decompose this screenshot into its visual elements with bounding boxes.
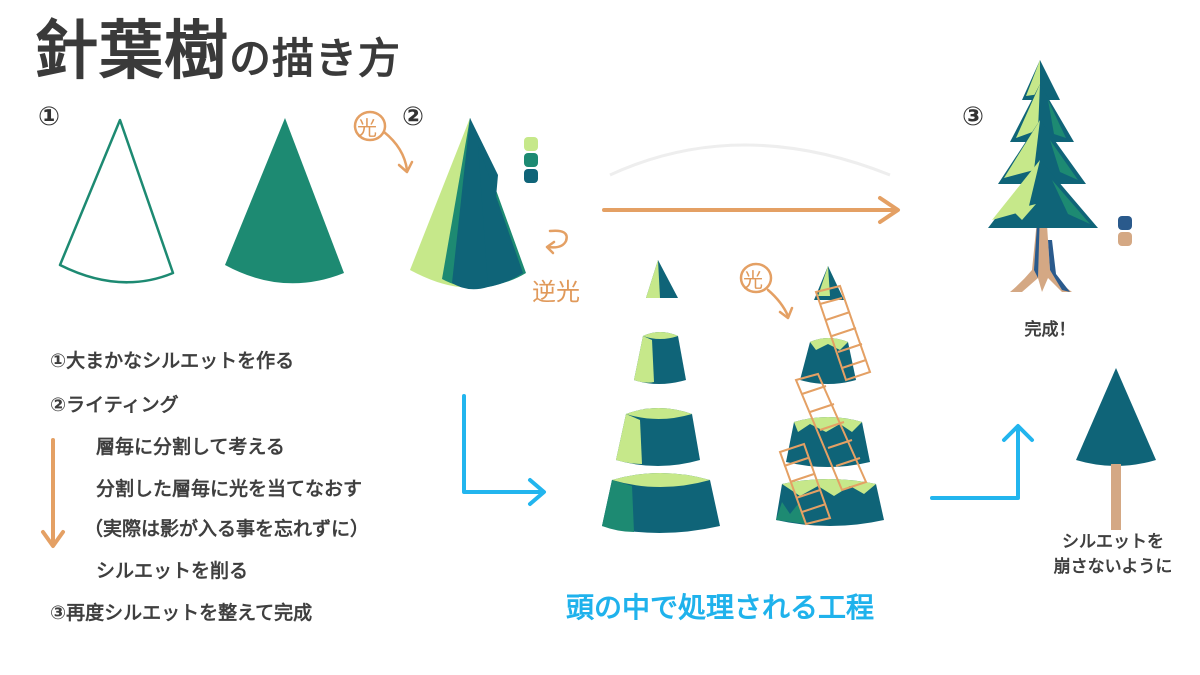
step-2d: シルエットを削る — [96, 560, 249, 582]
step-2c: （実際は影が入る事を忘れずに） — [84, 518, 370, 540]
backlight-label: 逆光 — [532, 278, 580, 306]
step-number-3: ③ — [962, 102, 985, 132]
silhouette-note-line-2: 崩さないように — [1053, 556, 1173, 577]
step-number-2: ② — [402, 102, 425, 132]
layered-cone — [602, 260, 720, 533]
cone-lit — [410, 118, 526, 290]
silhouette-note: シルエットを 崩さないように — [1038, 530, 1188, 579]
step-number-1: ① — [38, 102, 61, 132]
silhouette-note-line-1: シルエットを — [1062, 532, 1164, 552]
light-annotation-circle-2 — [739, 262, 794, 320]
backlight-arrow — [545, 229, 568, 255]
step-3: ③再度シルエットを整えて完成 — [50, 602, 313, 624]
cone-outline — [58, 118, 175, 284]
cone-filled — [225, 118, 344, 284]
sculpted-cone — [776, 266, 884, 526]
title-main: 針葉樹 — [34, 15, 229, 89]
palette-swatches — [524, 137, 538, 183]
blue-arrow-right-up — [930, 424, 1034, 500]
finished-tree — [988, 60, 1098, 292]
light-annotation-circle — [353, 110, 414, 174]
done-label: 完成！ — [1024, 320, 1076, 340]
silhouette-tree — [1076, 368, 1156, 530]
trunk-swatches — [1118, 216, 1132, 246]
orange-arrow-down — [41, 438, 65, 548]
faint-arc — [609, 143, 891, 177]
orange-arrow-right — [602, 196, 900, 224]
process-caption: 頭の中で処理される工程 — [566, 591, 875, 624]
light-label-2: 光 — [743, 268, 763, 292]
step-2: ②ライティング — [50, 394, 179, 416]
light-label: 光 — [357, 116, 377, 140]
step-2a: 層毎に分割して考える — [96, 436, 285, 458]
blue-arrow-left — [462, 394, 546, 506]
step-2b: 分割した層毎に光を当てなおす — [96, 478, 363, 500]
page-title: 針葉樹の描き方 — [34, 20, 401, 84]
title-suffix: の描き方 — [229, 34, 402, 83]
step-1: ①大まかなシルエットを作る — [50, 350, 295, 372]
